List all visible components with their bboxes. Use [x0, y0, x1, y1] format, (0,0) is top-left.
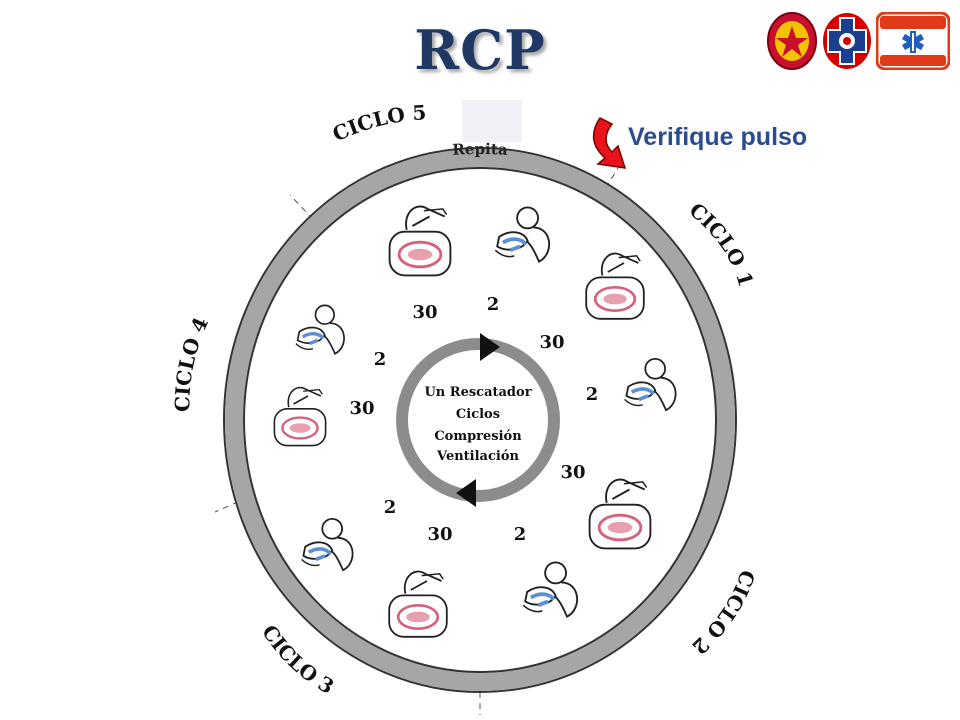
- ambulance-division-logo: [875, 11, 951, 71]
- chest-compression-icon: [588, 478, 652, 550]
- center-cycle: Un Rescatador Ciclos Compresión Ventilac…: [396, 333, 560, 507]
- firefighter-badge-logo: [767, 12, 817, 70]
- count-compression: 30: [349, 398, 374, 419]
- count-compression: 30: [412, 302, 437, 323]
- count-labels: 2 30 30 2 2 30 30 2 30 2: [349, 294, 598, 545]
- rescue-breath-icon: [522, 561, 578, 618]
- cycle-arrow-icon: [480, 333, 500, 361]
- count-ventilation: 2: [514, 524, 527, 545]
- verify-pulse-text: Verifique pulso: [628, 123, 807, 151]
- rescue-breath-icon: [624, 357, 677, 412]
- red-arrow-icon: [592, 117, 627, 169]
- chest-compression-icon: [388, 570, 448, 638]
- chest-compression-icon: [585, 252, 645, 320]
- cycle-2-label: CICLO 2: [687, 567, 760, 659]
- rescue-breath-icon: [301, 517, 354, 572]
- rescue-breath-icon: [494, 206, 550, 263]
- center-line-1: Un Rescatador: [424, 385, 531, 400]
- chest-compression-icon: [388, 205, 452, 277]
- ring-label: Repita: [452, 140, 509, 159]
- center-ring: [396, 338, 560, 502]
- count-ventilation: 2: [384, 497, 397, 518]
- top-tab: [462, 100, 522, 142]
- rescue-breath-icon: [295, 304, 345, 355]
- count-compression: 30: [539, 332, 564, 353]
- center-line-4: Ventilación: [436, 449, 519, 464]
- count-ventilation: 2: [487, 294, 500, 315]
- center-line-2: Ciclos: [456, 407, 500, 422]
- count-compression: 30: [560, 462, 585, 483]
- cycle-4-label: CICLO 4: [170, 313, 213, 412]
- chest-compression-icon: [273, 386, 327, 447]
- page-title: RCP: [414, 18, 546, 82]
- count-ventilation: 2: [586, 384, 599, 405]
- outer-ring: [225, 149, 735, 691]
- cycle-arrow-icon: [456, 479, 476, 507]
- cycle-5-label: CICLO 5: [329, 100, 427, 146]
- count-ventilation: 2: [374, 349, 387, 370]
- verify-pulse-callout: Verifique pulso: [592, 117, 807, 169]
- center-line-3: Compresión: [434, 429, 522, 444]
- firefighter-cross-logo: [822, 12, 872, 70]
- count-compression: 30: [427, 524, 452, 545]
